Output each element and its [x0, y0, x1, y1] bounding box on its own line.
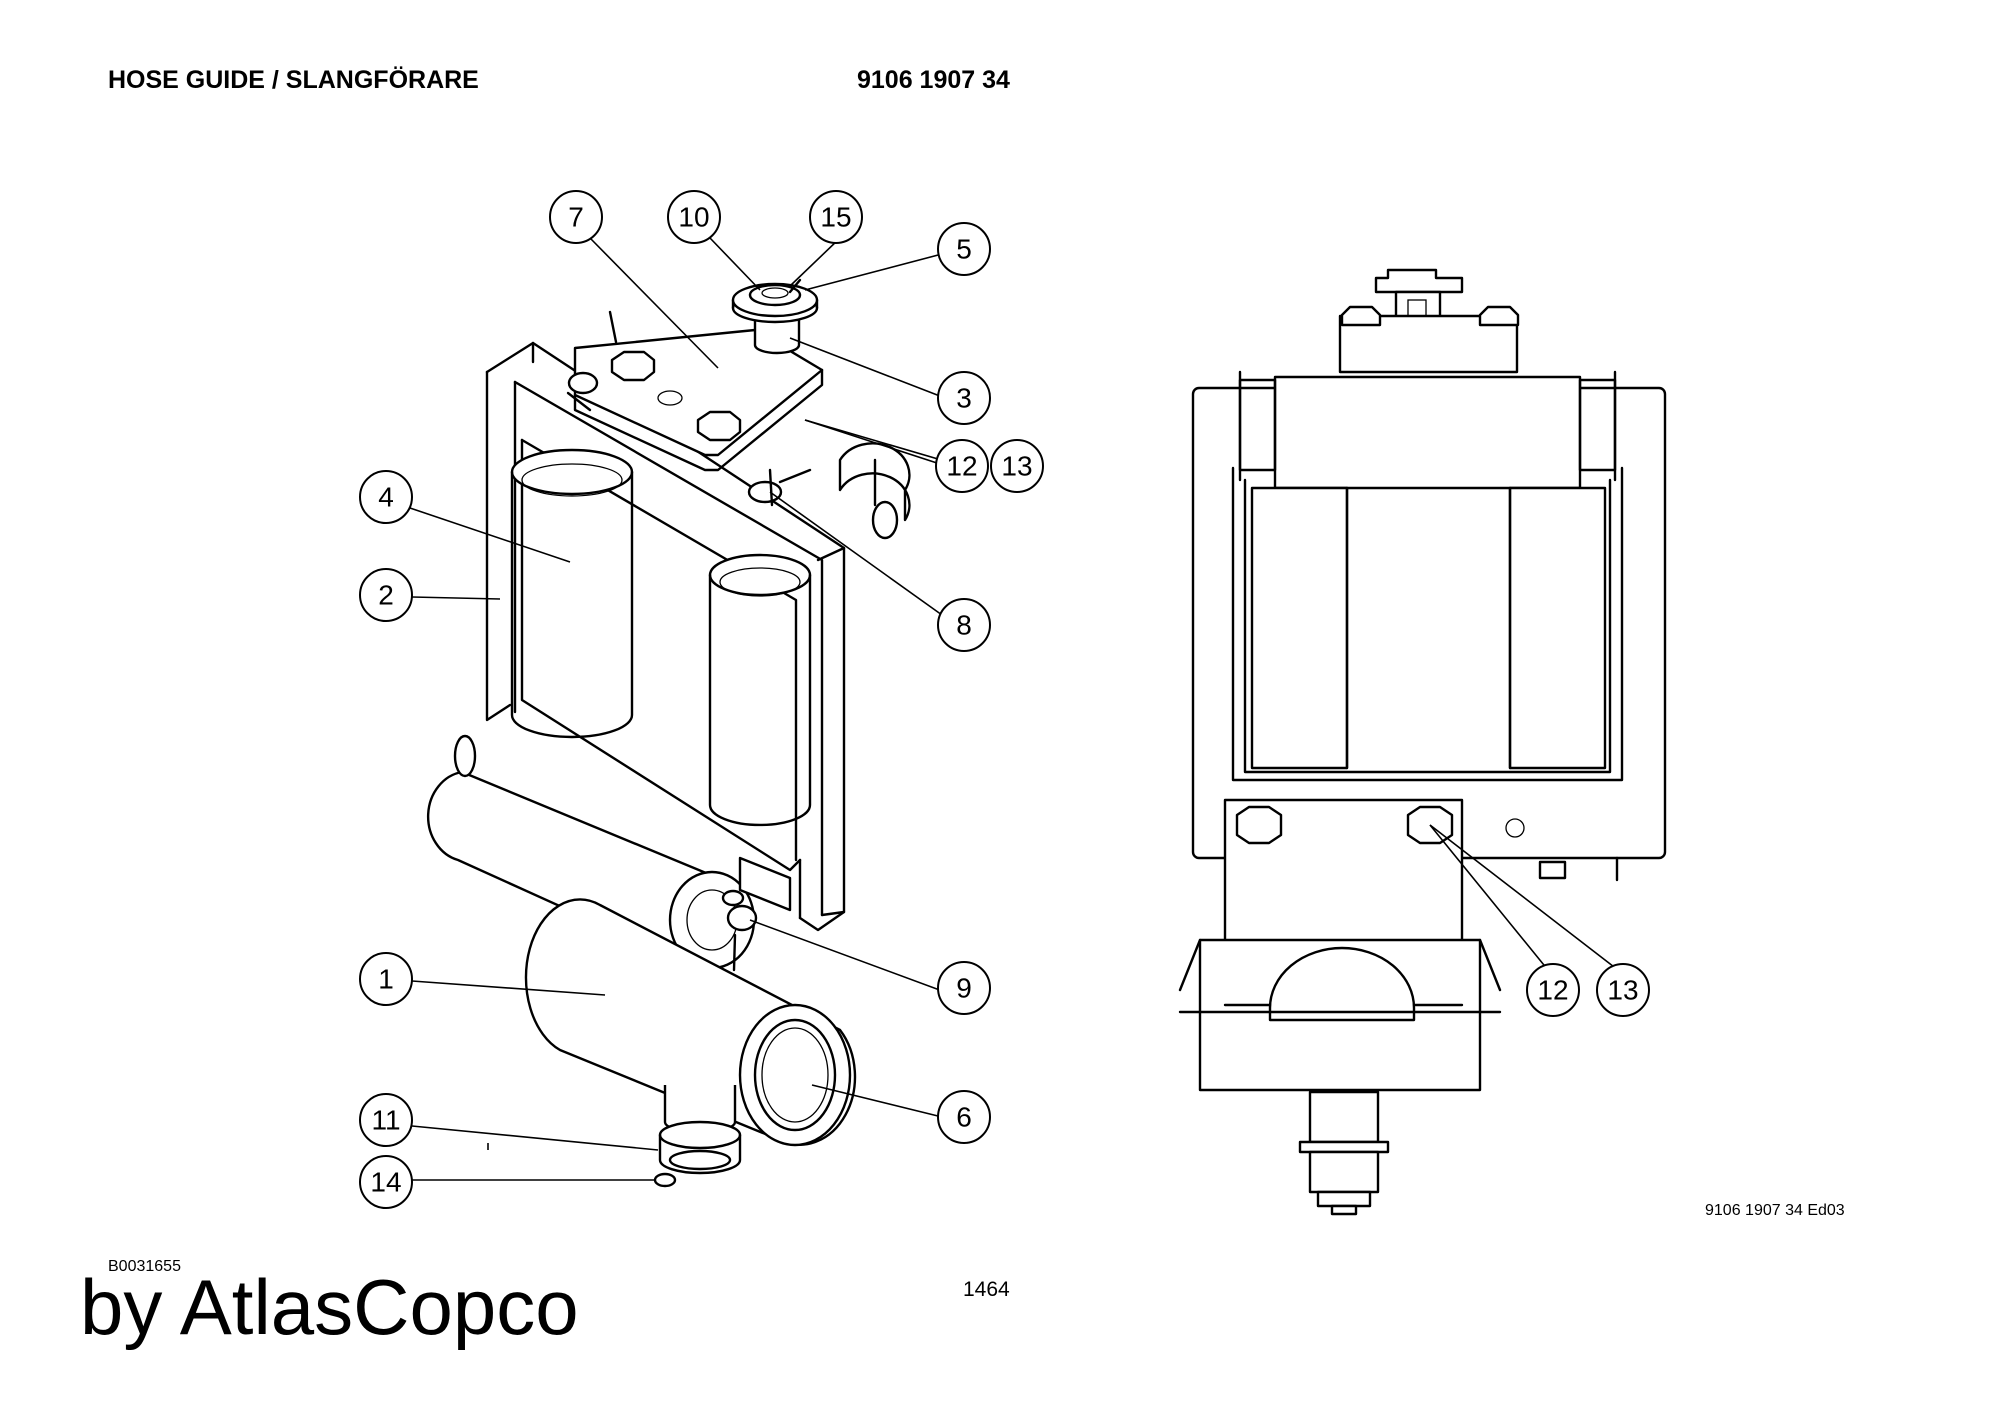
- callout-bubble-4: 4: [359, 470, 413, 524]
- callout-13-label: 13: [1001, 451, 1032, 482]
- callout-4-label: 4: [378, 482, 394, 513]
- callout-bubble-8: 8: [937, 598, 991, 652]
- callout-bubble-13-left: 13: [990, 439, 1044, 493]
- drawing-reference: 9106 1907 34 Ed03: [1705, 1202, 1845, 1219]
- callout-10-label: 10: [678, 202, 709, 233]
- tube-part-1: [524, 898, 857, 1188]
- callout-12-label: 12: [946, 451, 977, 482]
- callout-9-label: 9: [956, 973, 972, 1004]
- callout-bubble-10: 10: [667, 190, 721, 244]
- callout-15-label: 15: [820, 202, 851, 233]
- callout-11-label: 11: [371, 1105, 400, 1136]
- callout-bubble-9: 9: [937, 961, 991, 1015]
- roller-right: [708, 553, 812, 827]
- leader-lines-left: [409, 237, 956, 1181]
- callout-bubble-6: 6: [937, 1090, 991, 1144]
- callout-bubble-11: 11: [359, 1093, 413, 1147]
- callout-bubble-2: 2: [359, 568, 413, 622]
- callout-bubble-7: 7: [549, 190, 603, 244]
- roller-part-4: [510, 448, 634, 739]
- callout-14-label: 14: [370, 1167, 401, 1198]
- callout-bubble-5: 5: [937, 222, 991, 276]
- callout-2-label: 2: [378, 580, 394, 611]
- page-number: 1464: [963, 1278, 1010, 1301]
- top-plate-part-7: [573, 278, 824, 472]
- callout-12-right-label: 12: [1537, 975, 1568, 1006]
- callout-bubble-1: 1: [359, 952, 413, 1006]
- callout-bubble-14: 14: [359, 1155, 413, 1209]
- brand-logo-text: by AtlasCopco: [80, 1263, 579, 1351]
- callout-7-label: 7: [568, 202, 584, 233]
- callout-bubble-13-right: 13: [1596, 963, 1650, 1017]
- isometric-view: [409, 237, 956, 1188]
- callout-bubble-12-left: 12: [935, 439, 989, 493]
- callout-6-label: 6: [956, 1102, 972, 1133]
- document-code: B0031655: [108, 1258, 181, 1275]
- callout-8-label: 8: [956, 610, 972, 641]
- front-view: [1178, 268, 1667, 1216]
- callout-bubble-3: 3: [937, 371, 991, 425]
- callout-1-label: 1: [378, 964, 394, 995]
- split-pins: [566, 310, 911, 540]
- callout-3-label: 3: [956, 383, 972, 414]
- frame-part-2: [485, 341, 846, 932]
- document-title: HOSE GUIDE / SLANGFÖRARE: [108, 66, 479, 94]
- callout-5-label: 5: [956, 234, 972, 265]
- callout-bubble-12-right: 12: [1526, 963, 1580, 1017]
- roller-lower: [426, 734, 792, 972]
- callout-13-right-label: 13: [1607, 975, 1638, 1006]
- callout-bubble-15: 15: [809, 190, 863, 244]
- part-number: 9106 1907 34: [857, 66, 1010, 94]
